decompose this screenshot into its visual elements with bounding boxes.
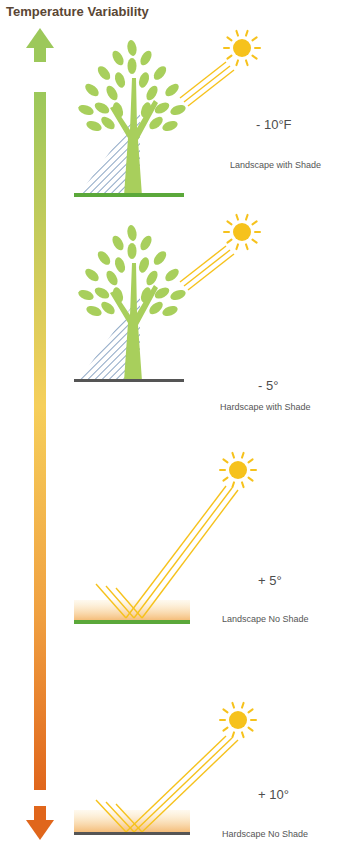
scene-label: Landscape No Shade xyxy=(222,614,309,624)
scene-label: Hardscape No Shade xyxy=(222,829,308,839)
temperature-value: - 10°F xyxy=(256,117,292,132)
chart-title: Temperature Variability xyxy=(6,4,149,19)
scene-label: Landscape with Shade xyxy=(230,160,321,170)
scene-label: Hardscape with Shade xyxy=(220,402,311,412)
temperature-value: + 5° xyxy=(258,573,282,588)
temperature-value: - 5° xyxy=(258,378,278,393)
temperature-value: + 10° xyxy=(258,787,289,802)
